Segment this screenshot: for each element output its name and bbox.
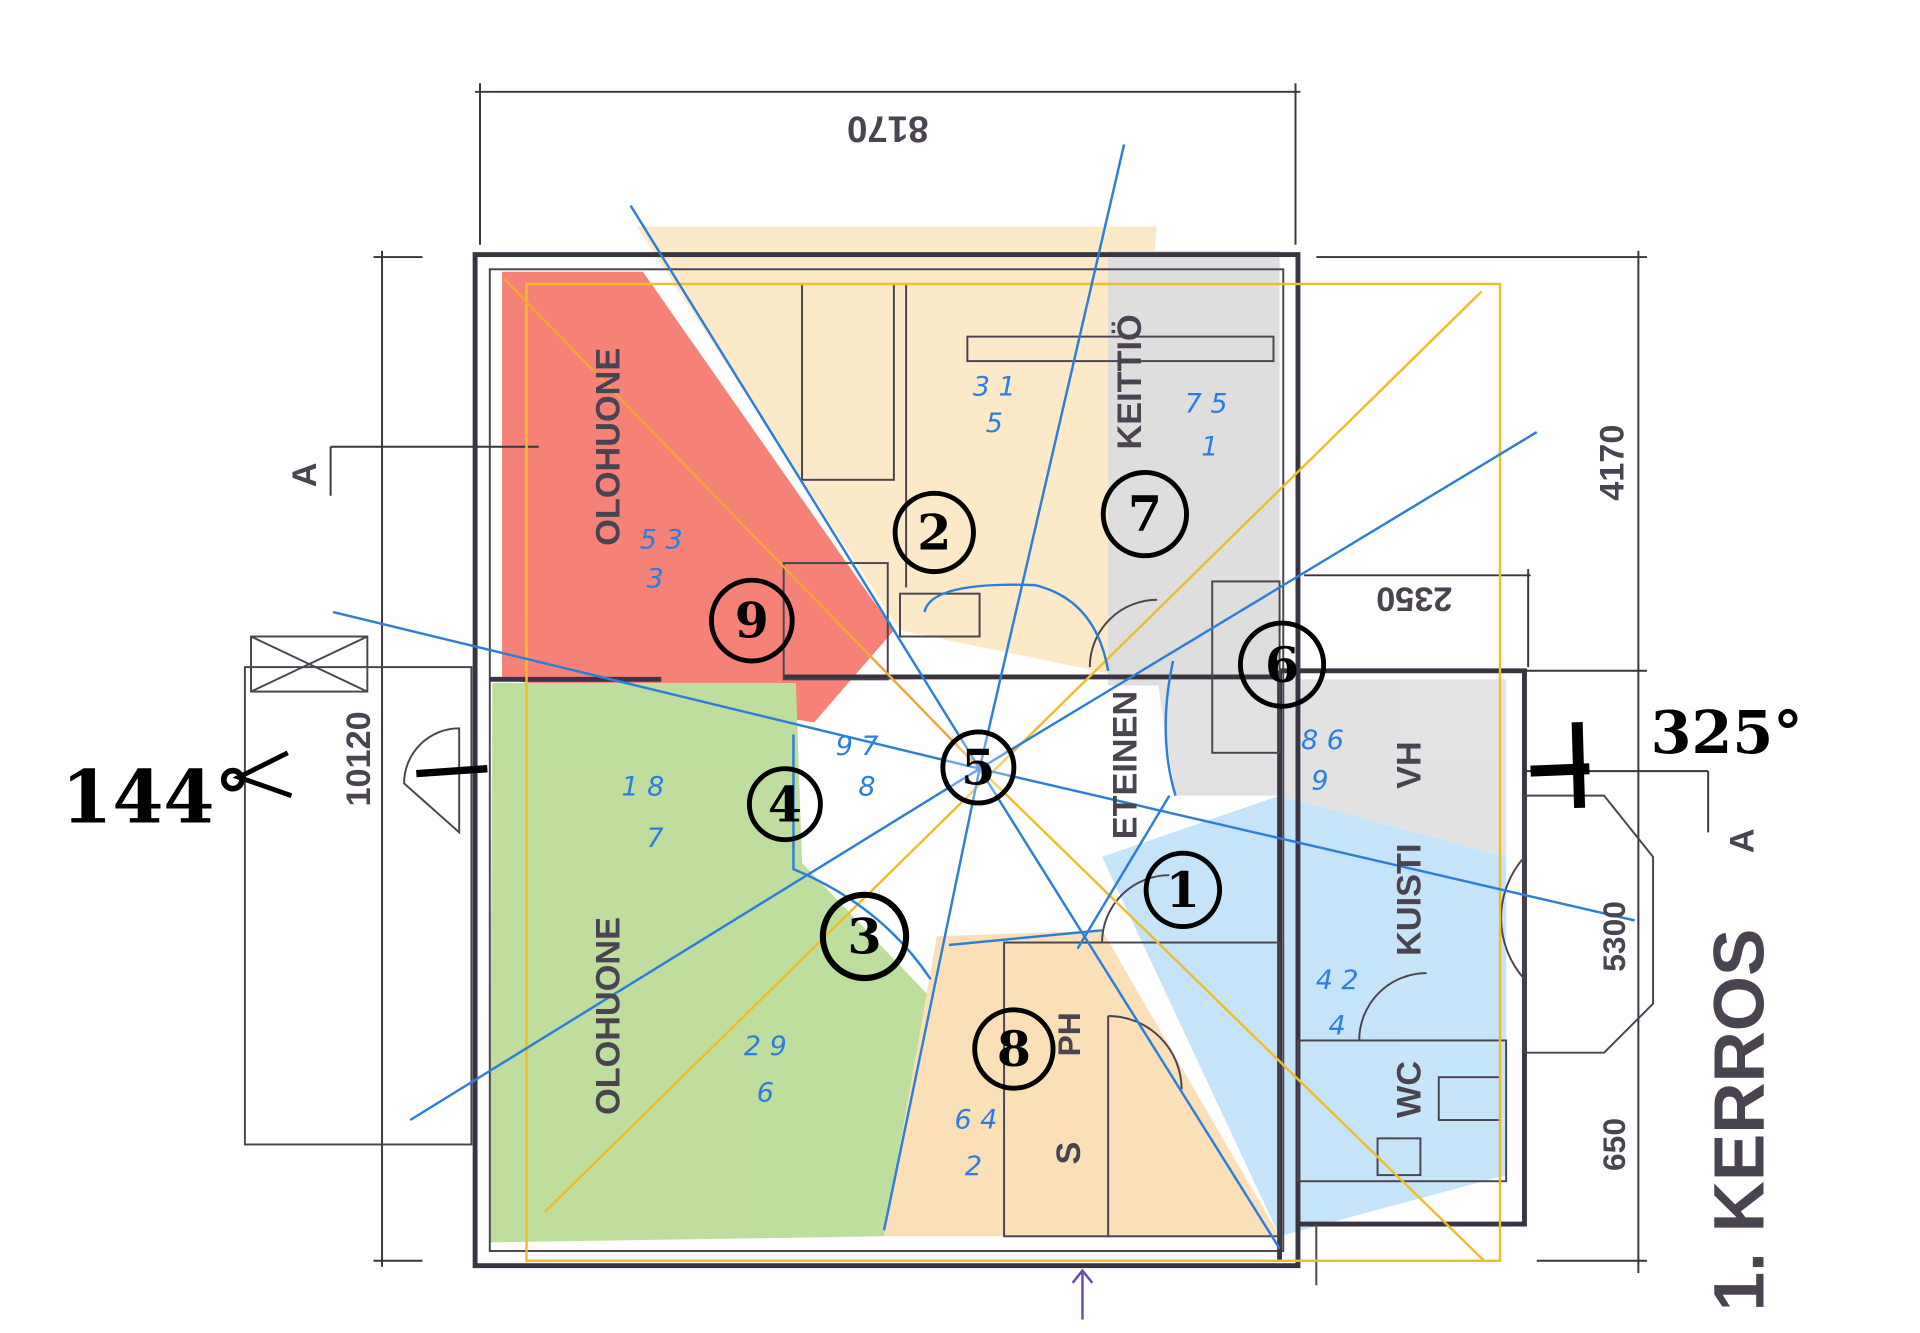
yellow-guides — [503, 278, 1502, 1263]
svg-text:1: 1 — [1201, 431, 1218, 462]
view-rays — [332, 144, 1635, 1250]
room-label-living-upper: OLOHUONE — [590, 348, 628, 546]
green-zone — [489, 683, 931, 1243]
svg-text:4: 4 — [1329, 1010, 1346, 1041]
svg-text:6: 6 — [757, 1078, 774, 1109]
marker-1[interactable]: 1 — [1143, 850, 1223, 930]
entrance-arrow-icon — [1071, 1268, 1094, 1320]
walls — [243, 252, 1655, 1286]
svg-text:3: 3 — [647, 564, 664, 595]
section-mark-right: A — [1723, 829, 1761, 854]
room-label-utility: VH — [1390, 741, 1428, 789]
marker-7[interactable]: 7 — [1100, 470, 1189, 559]
svg-text:2 9: 2 9 — [744, 1031, 787, 1062]
annotation-beige-top: 3 15 — [973, 371, 1016, 439]
marker-2[interactable]: 2 — [892, 490, 976, 575]
room-label-living-lower: OLOHUONE — [590, 917, 628, 1115]
dim-left: 10120 — [340, 711, 378, 806]
gray-right-zone — [1157, 679, 1507, 857]
angle-left: 144° — [61, 755, 251, 841]
svg-text:9 7: 9 7 — [836, 731, 879, 762]
annotation-peach: 6 42 — [955, 1105, 998, 1183]
marker-3-label: 3 — [847, 908, 881, 966]
dimension-lines — [329, 83, 1710, 1274]
annotation-green-lower: 2 9 6 — [744, 1031, 787, 1109]
marker-4[interactable]: 4 — [746, 766, 823, 843]
marker-8[interactable]: 8 — [972, 1007, 1056, 1091]
arrow-left-icon — [232, 750, 293, 798]
arrow-right-icon — [1530, 722, 1590, 809]
room-label-hall: ETEINEN — [1106, 691, 1144, 839]
red-zone — [502, 271, 894, 723]
marker-7-label: 7 — [1128, 485, 1162, 543]
svg-text:4 2: 4 2 — [1316, 965, 1359, 996]
kitchen-gray-zone — [1108, 250, 1280, 686]
annotation-green-upper: 1 8 7 — [621, 772, 664, 854]
svg-text:8 6: 8 6 — [1301, 725, 1344, 756]
marker-3[interactable]: 3 — [819, 891, 910, 982]
svg-text:5: 5 — [986, 408, 1003, 439]
svg-text:1 8: 1 8 — [621, 772, 664, 803]
annotation-gray-right: 8 69 — [1301, 725, 1344, 796]
marker-9[interactable]: 9 — [708, 577, 795, 664]
marker-6-label: 6 — [1265, 636, 1299, 694]
markers: 1 2 3 4 5 6 7 8 9 — [708, 470, 1327, 1091]
room-label-kitchen: KEITTIÖ — [1110, 314, 1149, 449]
marker-4-label: 4 — [768, 775, 802, 833]
dim-top: 8170 — [847, 108, 929, 149]
svg-text:2: 2 — [965, 1151, 982, 1182]
annotation-red: 5 33 — [640, 524, 683, 594]
marker-9-label: 9 — [735, 592, 769, 650]
annotation-blue: 4 24 — [1316, 965, 1359, 1041]
svg-text:7 5: 7 5 — [1185, 389, 1228, 420]
dim-right-bottom: 650 — [1596, 1118, 1632, 1171]
svg-text:6 4: 6 4 — [955, 1105, 998, 1136]
marker-5-label: 5 — [961, 739, 995, 797]
marker-8-label: 8 — [997, 1020, 1031, 1078]
floor-title: 1. KERROS — [1700, 929, 1779, 1312]
peach-zone — [884, 930, 1280, 1237]
room-label-wc: WC — [1390, 1061, 1428, 1118]
marker-2-label: 2 — [917, 504, 951, 562]
room-label-washroom: PH — [1051, 1012, 1087, 1056]
marker-6[interactable]: 6 — [1237, 620, 1327, 709]
dim-right-upper: 4170 — [1594, 425, 1632, 501]
svg-text:8: 8 — [858, 772, 875, 803]
svg-text:3 1: 3 1 — [973, 371, 1016, 402]
marker-1-label: 1 — [1166, 861, 1200, 919]
section-mark-left: A — [286, 463, 324, 488]
dim-mid: 2350 — [1376, 580, 1452, 618]
angle-right: 325° — [1651, 698, 1803, 767]
marker-5[interactable]: 5 — [940, 729, 1017, 806]
arrow-left-stroke — [416, 765, 488, 778]
svg-text:7: 7 — [647, 823, 664, 854]
annotation-kitchen: 7 51 — [1185, 389, 1228, 463]
svg-text:9: 9 — [1311, 766, 1328, 797]
dim-right-lower: 5300 — [1596, 901, 1632, 972]
room-label-sauna: S — [1050, 1142, 1088, 1165]
room-label-porch: KUISTI — [1390, 844, 1428, 956]
blue-zone — [1102, 795, 1507, 1237]
svg-text:5 3: 5 3 — [640, 524, 683, 555]
annotation-center: 9 78 — [836, 731, 879, 802]
